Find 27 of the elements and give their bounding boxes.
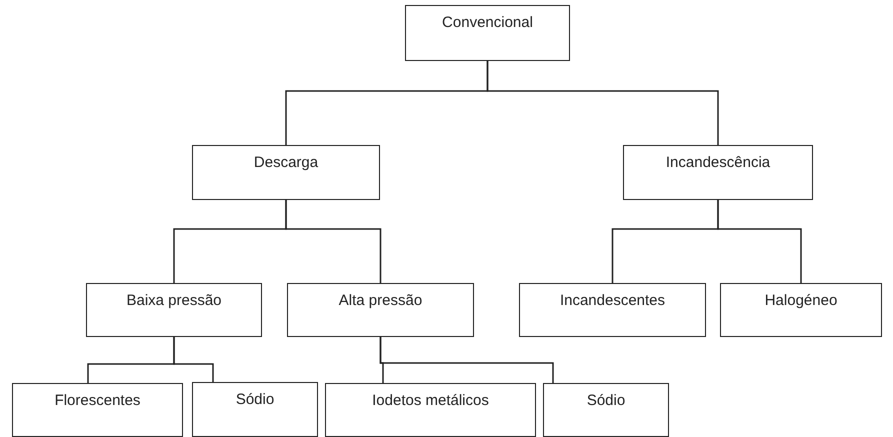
category-box: [543, 383, 669, 437]
category-label: Descarga: [254, 154, 318, 173]
connector-line: [285, 200, 382, 283]
category-box: [519, 283, 706, 337]
category-box: [192, 145, 380, 200]
category-box: [12, 383, 183, 437]
category-box: [86, 283, 262, 337]
connector-line: [717, 200, 802, 283]
category-label: Sódio: [586, 392, 626, 411]
category-label: Florescentes: [54, 392, 140, 411]
category-label: Sódio: [236, 391, 274, 410]
category-label: Alta pressão: [338, 292, 422, 311]
connector-line: [380, 337, 554, 383]
category-label: Baixa pressão: [126, 292, 222, 311]
category-label: Halogéneo: [764, 292, 838, 311]
category-box: [192, 382, 318, 437]
connector-line: [486, 61, 719, 145]
connector-line: [173, 337, 214, 382]
category-box: [405, 5, 570, 61]
category-box: [720, 283, 882, 337]
category-box: [287, 283, 474, 337]
category-label: Iodetos metálicos: [372, 392, 489, 411]
category-label: Convencional: [442, 14, 533, 33]
category-label: Incandescência: [666, 154, 770, 173]
category-box: [623, 145, 813, 200]
category-label: Incandescentes: [560, 292, 666, 311]
category-box: [325, 383, 536, 437]
